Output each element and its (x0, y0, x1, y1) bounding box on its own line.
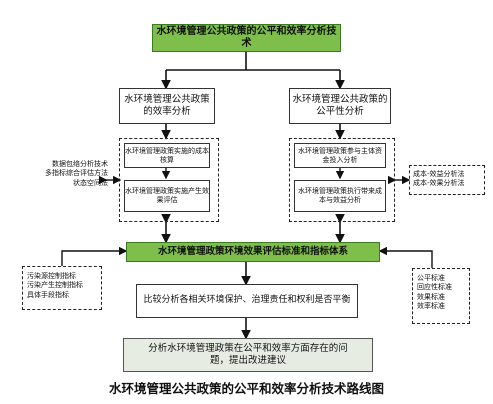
standards-box: 水环境管理政策环境效果评估标准和指标体系 (126, 242, 380, 262)
right-item-cost-benefit: 水环境管理政策执行带来成本与效益分析 (294, 180, 386, 212)
right-item-funding-text: 水环境管理政策参与主体资金投入分析 (298, 146, 382, 164)
conclusion-box: 分析水环境管理政策在公平和效率方面存在的问题，提出改进建议 (123, 338, 373, 372)
right-analysis-group (289, 138, 395, 222)
right-indicators: 公平标准 回应性标准 效果标准 效率标准 (412, 268, 470, 324)
figure-caption: 水环境管理公共政策的公平和效率分析技术路线图 (108, 381, 384, 396)
right-item-cost-benefit-text: 水环境管理政策执行带来成本与效益分析 (298, 187, 382, 204)
right-indicator-effect: 效果标准 (417, 292, 445, 301)
title-box: 水环境管理公共政策的公平和效率分析技术 (152, 24, 341, 52)
left-indicator-means: 具体手段指标 (27, 290, 69, 299)
left-heading-box: 水环境管理公共政策的效率分析 (119, 88, 215, 124)
title-box-text: 水环境管理公共政策的公平和效率分析技术 (156, 25, 337, 50)
right-indicator-fairness: 公平标准 (417, 274, 445, 282)
left-item-cost: 水环境管理政策实施的成本核算 (124, 143, 210, 168)
left-indicators-link (61, 246, 128, 266)
left-item-effect: 水环境管理政策实施产生效果评估 (124, 180, 210, 212)
right-methods: 成本-效益分析法 成本-效果分析法 (409, 165, 485, 195)
left-item-cost-text: 水环境管理政策实施的成本核算 (125, 146, 209, 164)
left-indicator-source: 污染源控制指标 (27, 272, 76, 280)
right-method-cba: 成本-效益分析法 (413, 170, 465, 178)
comparison-box: 比较分析各相关环境保护、治理责任和权利是否平衡 (136, 284, 358, 318)
left-method-state-space: 状态空间法 (73, 178, 108, 187)
left-item-effect-text: 水环境管理政策实施产生效果评估 (125, 187, 209, 204)
right-heading-text: 水环境管理公共政策的公平性分析 (292, 94, 388, 117)
right-indicator-responsiveness: 回应性标准 (417, 283, 452, 292)
right-heading-box: 水环境管理公共政策的公平性分析 (289, 88, 391, 124)
left-heading-text: 水环境管理公共政策的效率分析 (124, 94, 210, 117)
right-indicators-link (378, 246, 433, 268)
right-method-cea: 成本-效果分析法 (413, 179, 465, 188)
conclusion-box-text: 分析水环境管理政策在公平和效率方面存在的问题，提出改进建议 (148, 343, 348, 366)
left-analysis-group (119, 138, 219, 222)
right-indicator-efficiency: 效率标准 (417, 302, 445, 311)
comparison-box-text: 比较分析各相关环境保护、治理责任和权利是否平衡 (143, 295, 351, 306)
left-indicators: 污染源控制指标 污染产生控制指标 具体手段指标 (22, 266, 102, 310)
left-method-multi-index: 多指标综合评估方法 (45, 169, 108, 178)
left-indicator-generation: 污染产生控制指标 (27, 281, 83, 290)
left-method-dea: 数据包络分析技术 (52, 160, 108, 168)
left-methods: 数据包络分析技术 多指标综合评估方法 状态空间法 (30, 160, 108, 188)
standards-box-text: 水环境管理政策环境效果评估标准和指标体系 (157, 246, 348, 258)
right-item-funding: 水环境管理政策参与主体资金投入分析 (294, 143, 386, 168)
